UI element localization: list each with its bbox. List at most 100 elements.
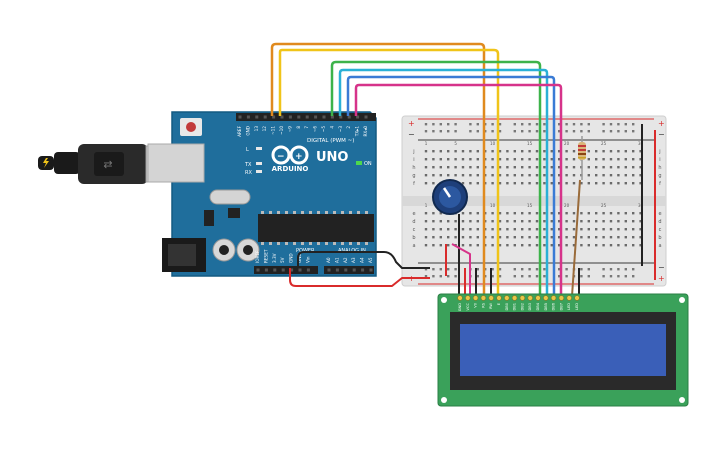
- svg-text:+: +: [408, 119, 415, 128]
- lcd-pin[interactable]: [519, 295, 526, 301]
- digital-pin-label: ~5: [321, 126, 326, 133]
- lcd-pin-label: DB5: [544, 303, 548, 311]
- digital-pin[interactable]: [364, 115, 368, 119]
- digital-pin[interactable]: [297, 115, 301, 119]
- lcd-pin-label: GND: [458, 303, 462, 311]
- digital-header-label: DIGITAL (PWM ~): [307, 138, 354, 144]
- lcd-pin[interactable]: [550, 295, 557, 301]
- digital-pin[interactable]: [288, 115, 292, 119]
- analog-pin[interactable]: [369, 268, 373, 272]
- digital-pin[interactable]: [272, 115, 276, 119]
- power-pin-label: RESET: [263, 249, 268, 263]
- lcd-pin[interactable]: [535, 295, 541, 301]
- power-pin-label: 3.3V: [272, 253, 277, 263]
- lcd-pin[interactable]: [574, 295, 580, 301]
- wire-cyan: [338, 68, 549, 296]
- lcd-pin-label: DB4: [536, 302, 540, 310]
- lcd-pin[interactable]: [527, 295, 533, 301]
- lcd-pin[interactable]: [457, 295, 463, 301]
- lcd-pin[interactable]: [504, 295, 510, 301]
- breadboard-row-letter: d: [658, 219, 661, 225]
- digital-pin[interactable]: [314, 115, 318, 119]
- lcd-pin[interactable]: [465, 295, 471, 301]
- digital-pin-label: ~9: [287, 126, 292, 133]
- power-pin[interactable]: [281, 268, 285, 272]
- analog-pin[interactable]: [327, 268, 331, 272]
- svg-text:+: +: [658, 119, 665, 128]
- digital-pin[interactable]: [347, 115, 351, 119]
- breadboard-row-letter: i: [413, 157, 414, 163]
- crystal: [209, 189, 251, 205]
- lcd-pin-label: E: [497, 302, 501, 305]
- wire-black-gnd: [297, 251, 430, 269]
- digital-pin[interactable]: [305, 115, 309, 119]
- wire-yellow: [278, 48, 500, 296]
- digital-pin[interactable]: [339, 115, 343, 119]
- digital-pin-label: GND: [245, 126, 250, 136]
- breadboard-row-letter: h: [412, 165, 415, 171]
- breadboard-row-letter: b: [658, 235, 661, 241]
- lcd-pin[interactable]: [511, 295, 518, 301]
- breadboard-row-letter: c: [413, 227, 416, 233]
- breadboard-column-number: 30: [638, 141, 644, 146]
- potentiometer[interactable]: [432, 179, 468, 215]
- analog-pin-label: A3: [351, 257, 356, 263]
- digital-pin-label: AREF: [237, 125, 242, 136]
- power-pin-label: Vin: [305, 256, 310, 263]
- wire-red-5v: [289, 268, 430, 287]
- analog-pin[interactable]: [352, 268, 356, 272]
- breadboard-column-number: 25: [601, 203, 607, 208]
- wire-brown: [571, 179, 581, 297]
- digital-pin[interactable]: [330, 115, 334, 119]
- digital-pin-label: ~3: [338, 126, 343, 133]
- lcd-pin[interactable]: [480, 295, 487, 301]
- lcd-pin[interactable]: [566, 295, 572, 301]
- power-pin[interactable]: [298, 268, 302, 272]
- resistor: [578, 136, 586, 180]
- digital-pin-label: 12: [262, 126, 267, 132]
- digital-pin-label: ~6: [313, 126, 318, 133]
- power-pin[interactable]: [273, 268, 277, 272]
- digital-pin[interactable]: [246, 115, 250, 119]
- lcd-pin-label: LED: [575, 303, 579, 310]
- analog-pin-label: A5: [368, 257, 373, 263]
- analog-pin-label: A1: [334, 257, 339, 263]
- digital-pin[interactable]: [322, 115, 326, 119]
- lcd-pin[interactable]: [496, 295, 502, 301]
- on-led-label: ON: [364, 161, 372, 167]
- digital-pin[interactable]: [356, 115, 360, 119]
- breadboard-row-letter: f: [659, 181, 661, 187]
- analog-pin[interactable]: [361, 268, 365, 272]
- breadboard-column-number: 20: [564, 141, 570, 146]
- lcd-pin[interactable]: [472, 295, 479, 301]
- analog-pin[interactable]: [335, 268, 339, 272]
- l-led-label: L: [246, 147, 249, 153]
- breadboard-row-letter: h: [658, 165, 661, 171]
- wire-orange: [270, 42, 486, 296]
- power-pin[interactable]: [290, 268, 294, 272]
- lcd-pin-label: DB0: [505, 302, 509, 310]
- lcd-pin[interactable]: [558, 295, 565, 301]
- breadboard-row-letter: b: [412, 235, 415, 241]
- analog-pin-label: A4: [360, 257, 365, 263]
- digital-pin-label: 2: [346, 126, 351, 129]
- power-pin[interactable]: [306, 268, 310, 272]
- lcd-pin-label: RW: [489, 303, 493, 309]
- breadboard-column-number: 25: [601, 141, 607, 146]
- lcd-screen: [460, 324, 666, 376]
- digital-pin[interactable]: [255, 115, 259, 119]
- digital-pin-label: ~10: [279, 126, 284, 135]
- on-led: [356, 161, 362, 165]
- digital-pin-label: ~11: [271, 126, 276, 135]
- lcd-pin[interactable]: [488, 295, 494, 301]
- atmega-chip: [258, 214, 374, 242]
- analog-pin[interactable]: [344, 268, 348, 272]
- breadboard-column-number: 1: [425, 141, 428, 146]
- digital-pin[interactable]: [238, 115, 242, 119]
- digital-pin[interactable]: [263, 115, 267, 119]
- digital-pin[interactable]: [280, 115, 284, 119]
- power-pin-label: GND: [289, 253, 294, 263]
- power-pin[interactable]: [256, 268, 260, 272]
- power-pin[interactable]: [264, 268, 268, 272]
- lcd-pin[interactable]: [543, 295, 549, 301]
